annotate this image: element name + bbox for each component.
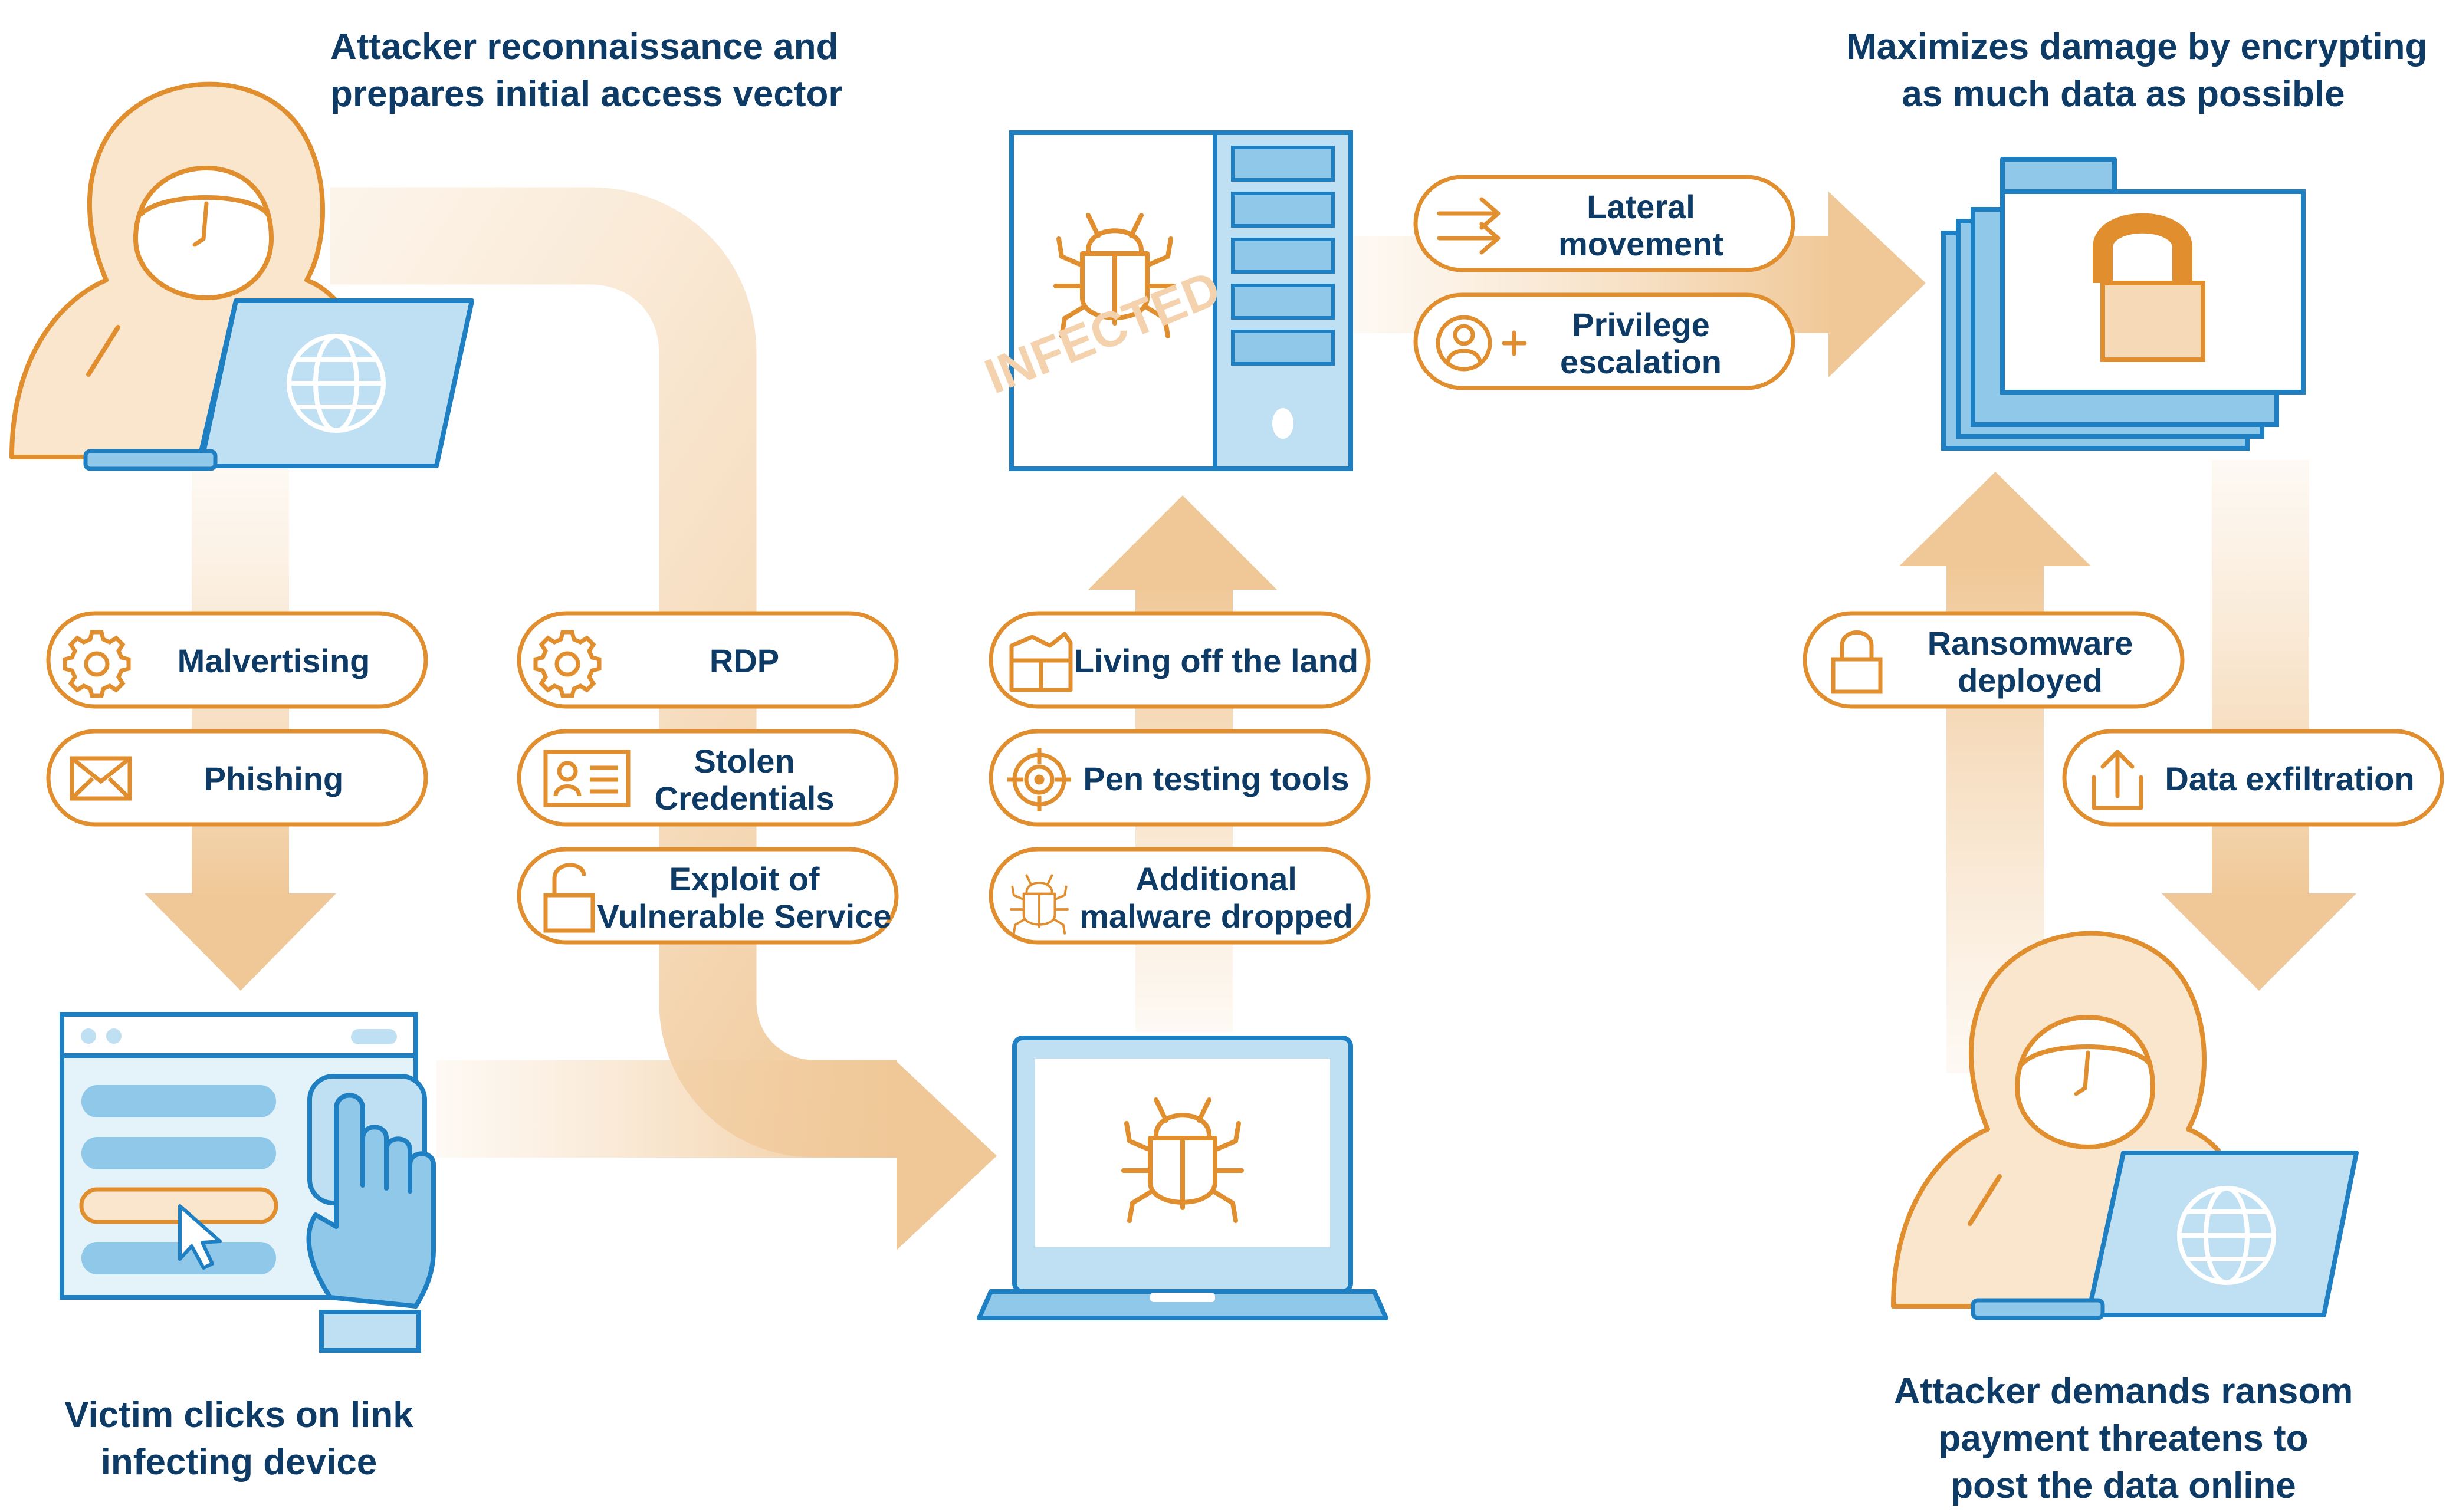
caption-line: infecting device [100, 1442, 377, 1483]
pill-label: Pen testing tools [1083, 760, 1349, 797]
pill-label-line2: deployed [1958, 662, 2103, 699]
caption-attacker-demands: Attacker demands ransom payment threaten… [1887, 1368, 2359, 1510]
pill-exploit-vulnerable-service: Exploit of Vulnerable Service [519, 849, 897, 942]
pill-label: Phishing [204, 760, 343, 797]
caption-victim-clicks: Victim clicks on link infecting device [47, 1392, 431, 1486]
pill-label: Living off the land [1074, 642, 1358, 679]
pill-data-exfiltration: Data exfiltration [2064, 731, 2442, 824]
infected-server-icon [1009, 130, 1353, 471]
pill-label-line1: Stolen [694, 742, 794, 780]
crosshair-icon [1007, 748, 1071, 811]
caption-line: Attacker reconnaissance and [330, 27, 839, 67]
pill-ransomware-deployed: Ransomware deployed [1805, 613, 2182, 706]
pill-label-line2: movement [1558, 225, 1723, 262]
id-card-icon [543, 750, 631, 807]
padlock-icon [1831, 630, 1883, 694]
pill-label-line2: escalation [1560, 343, 1722, 380]
caption-attacker-recon: Attacker reconnaissance and prepares ini… [330, 24, 843, 118]
pill-label-line1: Exploit of [669, 860, 819, 898]
pill-label: RDP [710, 642, 779, 679]
user-plus-icon [1436, 315, 1527, 372]
envelope-icon [70, 756, 132, 801]
caption-line: prepares initial access vector [330, 74, 843, 114]
pill-label-line2: Credentials [655, 780, 835, 817]
pill-lateral-movement: Lateral movement [1416, 177, 1793, 270]
pill-label-line2: malware dropped [1079, 898, 1353, 935]
pill-label: Malvertising [178, 642, 370, 679]
pill-privilege-escalation: Privilege escalation [1416, 295, 1793, 388]
caption-line: Victim clicks on link [64, 1395, 413, 1435]
pill-label-line1: Additional [1135, 860, 1297, 898]
toolbox-icon [1009, 632, 1073, 692]
pill-label-line1: Ransomware [1928, 624, 2133, 662]
pill-label: Data exfiltration [2165, 760, 2414, 797]
pill-phishing: Phishing [48, 731, 426, 824]
arrows-right-icon [1437, 197, 1501, 255]
pill-rdp: RDP [519, 613, 897, 706]
pill-living-off-the-land: Living off the land [991, 613, 1368, 706]
unlocked-padlock-icon [543, 863, 595, 933]
caption-maximizes-damage: Maximizes damage by encrypting as much d… [1846, 24, 2428, 118]
pill-label-line2: Vulnerable Service [597, 898, 891, 935]
caption-line: Attacker demands ransom [1893, 1371, 2353, 1412]
padlock-icon [2093, 213, 2205, 362]
upload-icon [2092, 750, 2143, 810]
caption-line: Maximizes damage by encrypting [1846, 27, 2428, 67]
pill-malvertising: Malvertising [48, 613, 426, 706]
pill-pen-testing-tools: Pen testing tools [991, 731, 1368, 824]
pill-label-line1: Privilege [1572, 306, 1709, 343]
hand-click-icon [306, 1074, 436, 1353]
pill-stolen-credentials: Stolen Credentials [519, 731, 897, 824]
caption-line: payment threatens to [1938, 1418, 2309, 1459]
caption-line: as much data as possible [1902, 74, 2345, 114]
caption-line: post the data online [1951, 1465, 2296, 1506]
pill-additional-malware: Additional malware dropped [991, 849, 1368, 942]
pill-label-line1: Lateral [1587, 188, 1695, 225]
